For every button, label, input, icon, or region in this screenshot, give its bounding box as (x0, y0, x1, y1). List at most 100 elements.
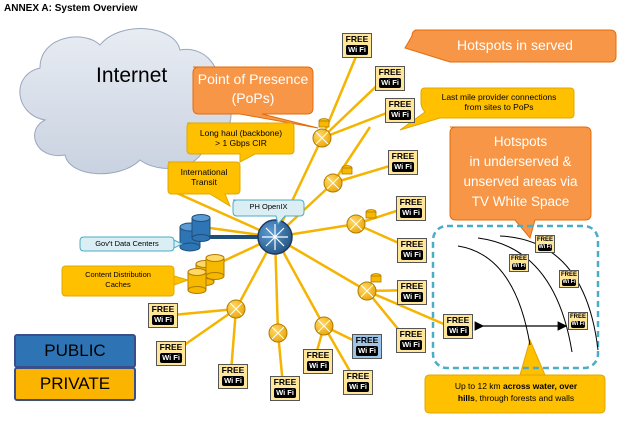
range-note-prefix: Up to 12 km (454, 381, 503, 391)
free-wifi-badge-top: FREE (346, 371, 370, 381)
pop-router-5 (226, 299, 246, 319)
govt-data-centers-callout-shape (79, 236, 184, 252)
hotspots-underserved-text: Hotspots in underserved & unserved areas… (450, 132, 591, 212)
pop-router-6 (268, 323, 288, 343)
last-mile-line1: Last mile provider connections (441, 92, 557, 102)
legend-public: PUBLIC (14, 334, 136, 368)
free-wifi-badge-bottom: Wi Fi (379, 78, 401, 88)
last-mile-line2: from sites to PoPs (464, 102, 534, 112)
hotspots-underserved-line1: Hotspots (493, 134, 548, 149)
free-wifi-badge-top: FREE (400, 281, 424, 291)
pop-router-2 (323, 173, 343, 193)
cdn-line2: Caches (105, 280, 131, 289)
free-wifi-badge-bottom: Wi Fi (274, 388, 296, 398)
pop-router-4 (357, 281, 377, 301)
cdn-cache-icon (187, 254, 225, 294)
pop-callout-line2: (PoPs) (231, 90, 275, 106)
hotspots-underserved-callout-shape (449, 126, 592, 240)
free-wifi-badge-bottom: Wi Fi (401, 250, 423, 260)
free-wifi-badge-bottom: Wi Fi (447, 326, 469, 336)
free-wifi-badge-bottom: Wi Fi (347, 382, 369, 392)
range-note-bold2: hills (457, 393, 475, 403)
cdn-text: Content Distribution Caches (62, 270, 174, 290)
free-wifi-badge-top: FREE (446, 315, 470, 325)
free-wifi-badge-bottom: Wi Fi (401, 292, 423, 302)
hotspots-underserved-line3: unserved areas via (463, 174, 578, 189)
hotspots-underserved-line4: TV White Space (471, 194, 570, 209)
pop-callout-shape (192, 66, 319, 129)
free-wifi-badge-top: FREE (221, 365, 245, 375)
last-mile-callout-shape (399, 87, 575, 131)
free-wifi-badge-bottom: Wi Fi (346, 45, 368, 55)
free-wifi-badge-top: FREE (569, 314, 586, 320)
free-wifi-badge-top: FREE (400, 239, 424, 249)
free-wifi-badge-bottom: Wi Fi (222, 376, 244, 386)
legend-private: PRIVATE (14, 367, 136, 401)
pop-callout-line1: Point of Presence (197, 71, 309, 87)
last-mile-text: Last mile provider connections from site… (425, 92, 573, 112)
free-wifi-badge-bottom: Wi Fi (400, 340, 422, 350)
free-wifi-badge-top: FREE (391, 151, 415, 161)
free-wifi-badge-top: FREE (355, 335, 379, 345)
free-wifi-badge-bottom: Wi Fi (307, 361, 329, 371)
international-transit-line1: International (180, 167, 228, 177)
cdn-line1: Content Distribution (85, 270, 151, 279)
free-wifi-badge-bottom: Wi Fi (356, 346, 378, 356)
free-wifi-badge-bottom: Wi Fi (160, 353, 182, 363)
ph-openix-hub (257, 219, 293, 255)
free-wifi-badge-top: FREE (273, 377, 297, 387)
international-transit-text: International Transit (168, 167, 240, 187)
tvws-area-box (431, 224, 600, 370)
free-wifi-badge-top: FREE (159, 342, 183, 352)
hotspots-served-text: Hotspots in served (457, 37, 573, 53)
pop-router-3 (346, 214, 366, 234)
free-wifi-badge-top: FREE (560, 272, 577, 278)
long-haul-line1: Long haul (backbone) (199, 128, 283, 138)
international-transit-callout-shape (167, 161, 241, 208)
pop-routers (226, 128, 377, 343)
range-note-suffix: , through forests and walls (474, 393, 575, 403)
page-title: ANNEX A: System Overview (4, 3, 138, 14)
range-note-text: Up to 12 km across water, over hills, th… (428, 380, 604, 404)
ph-openix-callout-shape (232, 199, 305, 226)
free-wifi-badge-bottom: Wi Fi (400, 208, 422, 218)
free-wifi-badge-bottom: Wi Fi (392, 162, 414, 172)
free-wifi-badge-top: FREE (345, 34, 369, 44)
free-wifi-badge-top: FREE (378, 67, 402, 77)
free-wifi-badge-top: FREE (151, 304, 175, 314)
pop-storage-icons (318, 118, 382, 283)
free-wifi-badge-top: FREE (510, 256, 527, 262)
free-wifi-badge-bottom: Wi Fi (562, 279, 576, 286)
free-wifi-badge-bottom: Wi Fi (389, 110, 411, 120)
international-transit-line2: Transit (191, 177, 217, 187)
free-wifi-badge-bottom: Wi Fi (538, 244, 552, 251)
cdn-callout-shape (61, 265, 190, 297)
long-haul-callout-shape (186, 122, 295, 163)
hotspots-underserved-line2: in underserved & (469, 154, 572, 169)
free-wifi-badge-top: FREE (306, 350, 330, 360)
free-wifi-badge-bottom: Wi Fi (571, 321, 585, 328)
free-wifi-badge-top: FREE (388, 99, 412, 109)
free-wifi-badge-top: FREE (399, 329, 423, 339)
govt-data-center-icon (179, 214, 211, 252)
ph-openix-label: PH OpenIX (249, 202, 288, 211)
